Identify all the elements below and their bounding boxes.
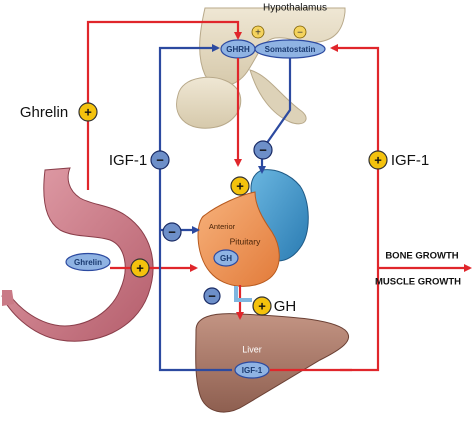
gh-plus-badge: + bbox=[252, 296, 272, 316]
somatostatin-pill: Somatostatin bbox=[254, 39, 326, 59]
stomach-ghrelin-pill: Ghrelin bbox=[65, 252, 111, 272]
liver-igf1-label: IGF-1 bbox=[242, 366, 263, 375]
igf1-left-loop-arrow bbox=[158, 44, 232, 372]
svg-text:−: − bbox=[297, 28, 303, 39]
svg-text:−: − bbox=[168, 224, 176, 239]
svg-text:+: + bbox=[255, 28, 261, 39]
svg-text:+: + bbox=[136, 260, 144, 275]
stomach-label: Stomach bbox=[70, 240, 106, 250]
igf1-anterior-minus-badge: − bbox=[162, 222, 182, 242]
gh-signal-label: GH bbox=[274, 298, 297, 315]
svg-text:+: + bbox=[84, 104, 92, 119]
pituitary-posterior-label: Posterior bbox=[277, 266, 308, 275]
svg-text:−: − bbox=[208, 288, 216, 303]
pituitary-label: Pituitary bbox=[230, 236, 261, 246]
svg-text:+: + bbox=[374, 152, 382, 167]
igf1-left-minus-badge: − bbox=[150, 150, 170, 170]
hypothalamus-plus-badge: + bbox=[251, 25, 265, 39]
pituitary-gh-pill: GH bbox=[213, 249, 239, 267]
somatostatin-to-pituitary-arrow bbox=[258, 58, 292, 174]
pituitary-gh-label: GH bbox=[220, 254, 232, 263]
ghrelin-signal-label: Ghrelin bbox=[20, 104, 68, 121]
hypothalamus-title: Hypothalamus bbox=[263, 3, 327, 14]
gh-feedback-hook bbox=[234, 286, 252, 302]
ghrh-label: GHRH bbox=[226, 45, 250, 54]
hypothalamus-minus-badge: − bbox=[293, 25, 307, 39]
ghrelin-plus-badge: + bbox=[78, 102, 98, 122]
stomach-ghrelin-label: Ghrelin bbox=[74, 258, 102, 267]
igf1-right-plus-badge: + bbox=[368, 150, 388, 170]
ghrh-pill: GHRH bbox=[220, 39, 256, 59]
svg-text:−: − bbox=[259, 142, 267, 157]
ghrh-plus-badge: + bbox=[230, 176, 250, 196]
gh-feedback-minus-badge: − bbox=[203, 287, 221, 305]
bone-growth-label: BONE GROWTH bbox=[385, 251, 458, 262]
svg-text:+: + bbox=[258, 298, 266, 313]
igf1-right-signal-label: IGF-1 bbox=[391, 152, 429, 169]
muscle-growth-label: MUSCLE GROWTH bbox=[375, 277, 461, 288]
pituitary-anterior-label: Anterior bbox=[209, 222, 236, 231]
stomach-illustration bbox=[1, 167, 154, 342]
liver-label: Liver bbox=[242, 344, 262, 354]
liver-illustration bbox=[195, 313, 350, 413]
svg-text:+: + bbox=[236, 178, 244, 193]
igf1-right-loop-arrow bbox=[270, 44, 380, 372]
svg-text:−: − bbox=[156, 152, 164, 167]
hypothalamus-illustration bbox=[176, 7, 346, 129]
stomach-plus-badge: + bbox=[130, 258, 150, 278]
somatostatin-label: Somatostatin bbox=[265, 45, 316, 54]
somatostatin-minus-badge: − bbox=[253, 140, 273, 160]
igf1-left-signal-label: IGF-1 bbox=[109, 152, 147, 169]
liver-igf1-pill: IGF-1 bbox=[234, 361, 270, 379]
